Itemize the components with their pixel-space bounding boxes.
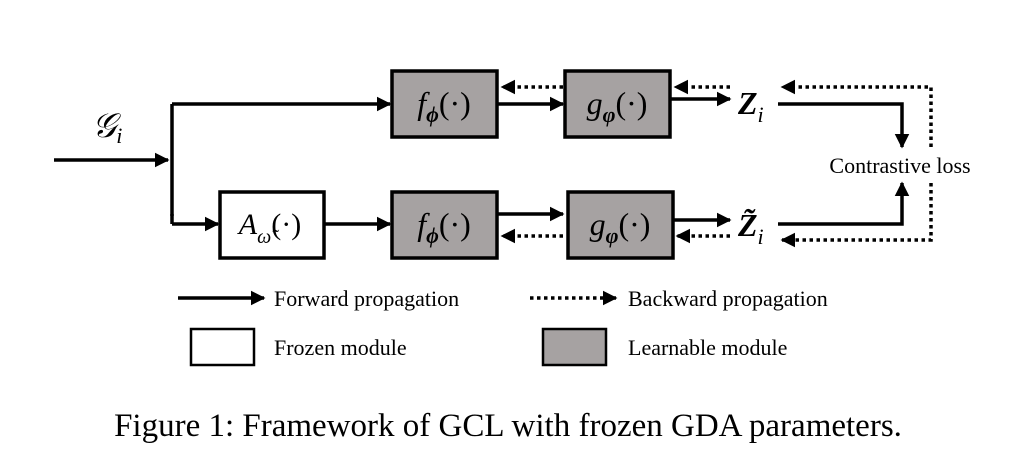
encoder-bottom-label: fϕ(·) bbox=[417, 206, 471, 248]
encoder-top-label: fϕ(·) bbox=[417, 85, 471, 127]
encoder-bottom-box: fϕ(·) bbox=[390, 190, 499, 260]
legend-backward-label: Backward propagation bbox=[628, 286, 828, 311]
augmentor-label: Aω̃(·) bbox=[237, 208, 301, 248]
projector-top-box: gφ(·) bbox=[563, 69, 672, 139]
figure-caption: Figure 1: Framework of GCL with frozen G… bbox=[114, 408, 902, 444]
loss-to-z-bottom-backward bbox=[780, 183, 933, 248]
augmentor-box: Aω̃(·) bbox=[218, 190, 326, 260]
encoder-top-box: fϕ(·) bbox=[390, 69, 499, 139]
projector-bottom-box: gφ(·) bbox=[566, 190, 675, 260]
backward-arrows bbox=[500, 79, 933, 248]
output-bottom-label: Z̃i bbox=[737, 207, 764, 249]
legend-learnable-label: Learnable module bbox=[628, 335, 787, 360]
projector-bottom-label: gφ(·) bbox=[590, 206, 651, 248]
legend: Forward propagation Backward propagation… bbox=[178, 286, 828, 367]
output-top-label: Zi bbox=[737, 85, 764, 127]
contrastive-loss-label: Contrastive loss bbox=[829, 153, 970, 178]
loss-to-z-top-backward bbox=[780, 79, 933, 147]
z-bottom-to-loss-arrow bbox=[778, 181, 910, 226]
legend-learnable-swatch bbox=[541, 327, 608, 367]
input-graph-label: 𝒢i bbox=[92, 108, 122, 148]
legend-forward-label: Forward propagation bbox=[274, 286, 459, 311]
forward-arrows bbox=[54, 91, 910, 232]
projector-top-label: gφ(·) bbox=[587, 85, 648, 127]
z-top-to-loss-arrow bbox=[778, 102, 910, 149]
legend-frozen-label: Frozen module bbox=[274, 335, 407, 360]
legend-frozen-swatch bbox=[189, 327, 256, 367]
